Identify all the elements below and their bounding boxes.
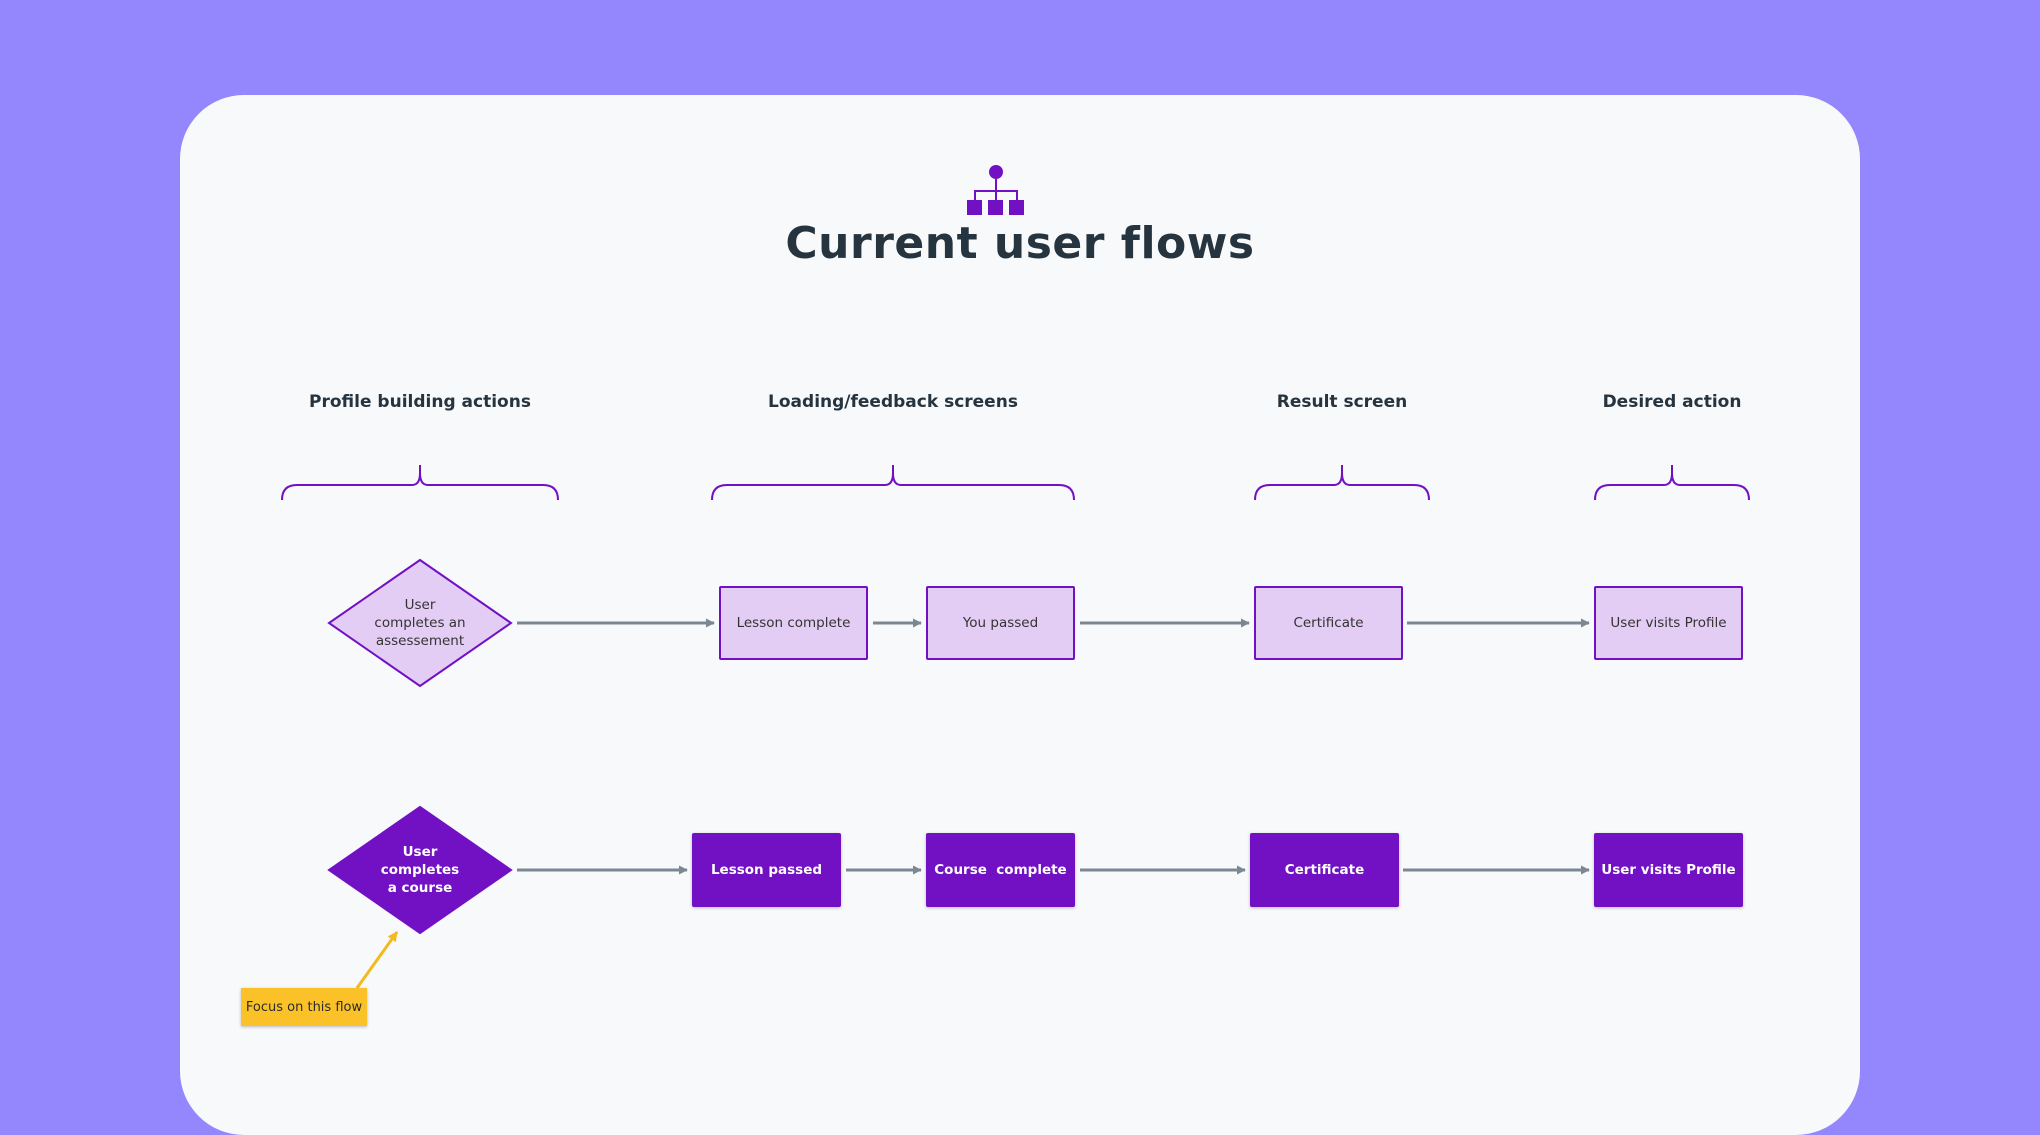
column-heading-desired-action: Desired action — [1602, 392, 1742, 412]
step-certificate: Certificate — [1250, 833, 1399, 907]
decision-diamond-assessment — [327, 558, 513, 688]
decision-diamond-course — [327, 805, 513, 935]
column-heading-result-screen: Result screen — [1276, 392, 1408, 412]
brace-loading-feedback — [711, 465, 1075, 501]
step-course-complete: Course complete — [926, 833, 1075, 907]
page-title: Current user flows — [785, 218, 1255, 269]
sticky-note: Focus on this flow — [241, 988, 367, 1026]
step-user-visits-profile: User visits Profile — [1594, 586, 1743, 660]
brace-profile-building — [281, 465, 559, 501]
decision-assessment-label: User completes an assessement — [374, 597, 466, 649]
brace-desired-action — [1594, 465, 1750, 501]
step-user-visits-profile: User visits Profile — [1594, 833, 1743, 907]
step-lesson-complete: Lesson complete — [719, 586, 868, 660]
column-heading-profile-building: Profile building actions — [309, 392, 531, 412]
note-pointer-arrow — [355, 931, 399, 989]
brace-result-screen — [1254, 465, 1430, 501]
step-you-passed: You passed — [926, 586, 1075, 660]
step-lesson-passed: Lesson passed — [692, 833, 841, 907]
step-certificate: Certificate — [1254, 586, 1403, 660]
column-heading-loading-feedback: Loading/feedback screens — [768, 392, 1018, 412]
decision-course-label: User completes a course — [380, 844, 460, 896]
flow-diagram-canvas — [281, 465, 1750, 989]
sitemap-icon — [967, 165, 1024, 215]
